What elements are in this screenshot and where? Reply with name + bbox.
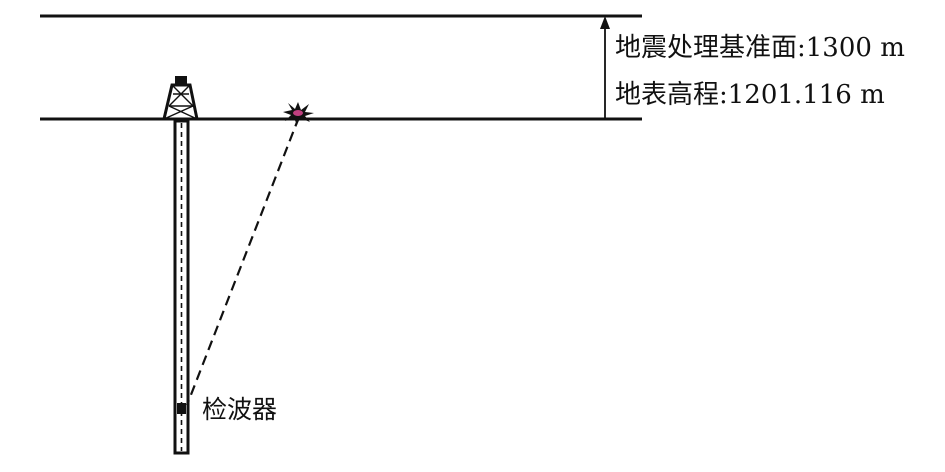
drilling-rig-icon (162, 76, 199, 121)
geophone-label: 检波器 (202, 395, 278, 424)
elevation-arrow (600, 16, 610, 119)
surface-elevation-label: 地表高程:1201.116 m (615, 80, 885, 110)
ray-path (185, 116, 301, 406)
geophone-icon (177, 403, 186, 414)
datum-label: 地震处理基准面:1300 m (615, 33, 905, 63)
explosion-icon (283, 102, 314, 125)
